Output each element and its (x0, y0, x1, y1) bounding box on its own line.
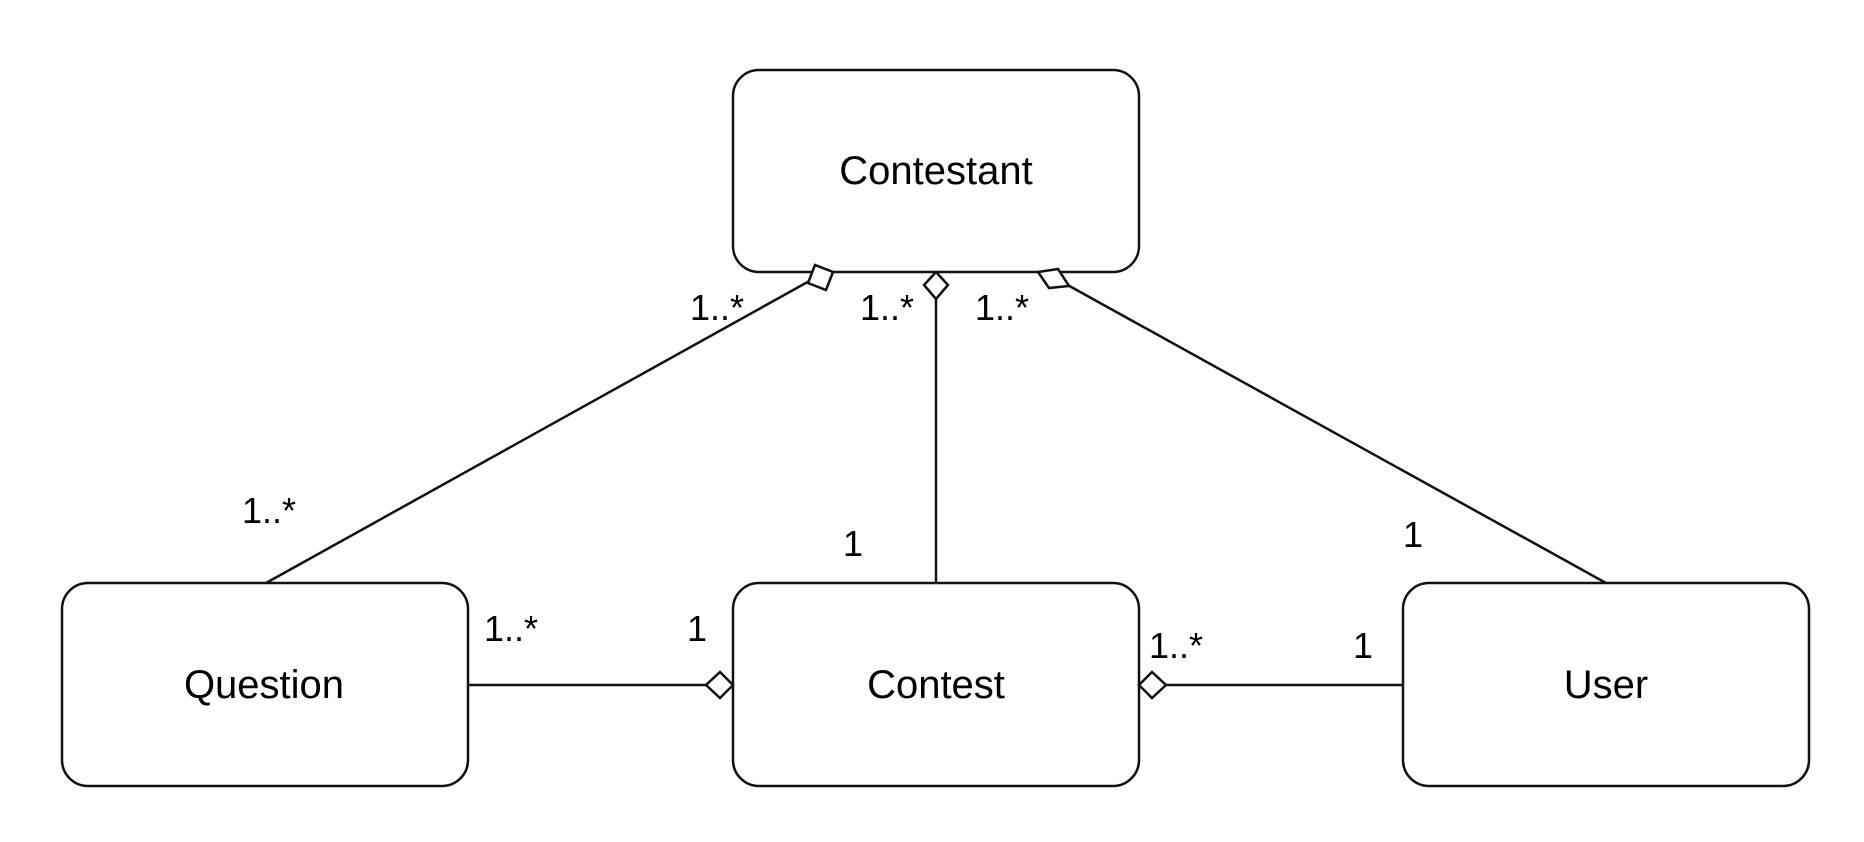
entity-question-label: Question (184, 663, 344, 707)
entity-question[interactable]: Question (60, 581, 470, 788)
aggregation-diamond-icon (1035, 267, 1072, 290)
entity-contest[interactable]: Contest (731, 581, 1141, 788)
multiplicity-label: 1 (687, 608, 707, 649)
multiplicity-label: 1..* (1149, 625, 1203, 666)
multiplicity-label: 1..* (975, 287, 1029, 328)
aggregation-diamond-icon (922, 270, 950, 301)
multiplicity-label: 1 (1403, 514, 1423, 555)
multiplicity-label: 1 (1353, 625, 1373, 666)
aggregation-diamond-icon (1137, 670, 1168, 700)
entity-contest-label: Contest (867, 663, 1005, 707)
multiplicity-label: 1..* (860, 287, 914, 328)
multiplicity-label: 1..* (690, 287, 744, 328)
entity-user[interactable]: User (1401, 581, 1811, 788)
multiplicity-label: 1..* (242, 490, 296, 531)
entity-contestant[interactable]: Contestant (731, 68, 1141, 274)
edge-question-contestant (265, 277, 814, 585)
entity-contestant-label: Contestant (839, 149, 1032, 193)
edge-user-contestant (1063, 281, 1607, 585)
aggregation-diamond-icon (806, 263, 835, 292)
multiplicity-label: 1..* (484, 608, 538, 649)
aggregation-diamond-icon (704, 670, 735, 700)
entity-user-label: User (1564, 663, 1648, 707)
multiplicity-label: 1 (843, 523, 863, 564)
